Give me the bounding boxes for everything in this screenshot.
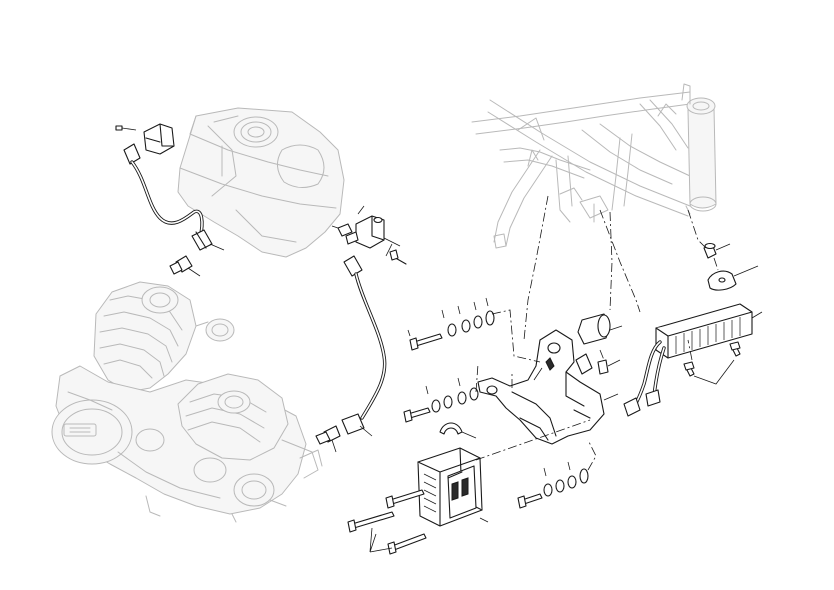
assembly-centerlines: [475, 195, 719, 471]
fuel-tank-ghost: [177, 107, 345, 258]
bracket-upper-fastener-stack: [407, 297, 495, 351]
lower-fastener-stack: [517, 461, 589, 509]
upper-right-small-parts: [703, 242, 759, 291]
frame-ghost: [471, 83, 717, 249]
bracket-lower-fastener-stack: [403, 377, 479, 423]
front-ignition-coil-assembly: [115, 123, 225, 277]
ecu-mounting-bolts: [347, 489, 427, 555]
voltage-regulator: [623, 303, 763, 417]
engine-ghost: [51, 281, 323, 523]
rear-ignition-coil-assembly: [315, 205, 407, 453]
ecu-control-unit: [417, 447, 489, 527]
ecu-mounting-bracket: [439, 313, 623, 445]
